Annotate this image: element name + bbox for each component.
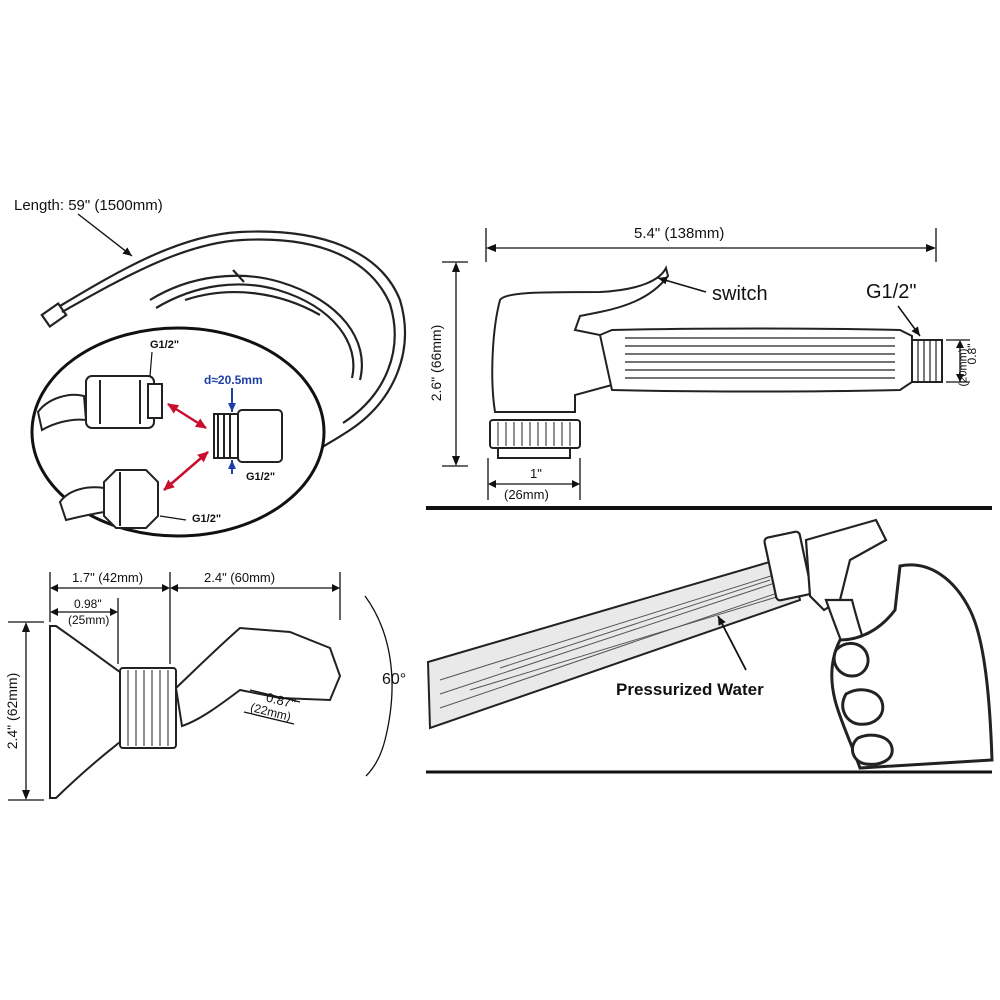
holder-height-label: 2.4" (62mm) [4,672,20,750]
hose-drawing [40,230,407,451]
holder-dimension-lines [8,572,393,801]
fitting-top-label: G1/2" [150,339,180,351]
switch-label: switch [712,283,768,305]
sprayer-width-label: 5.4" (138mm) [634,225,725,242]
sprayer-dimension-lines [442,228,970,500]
holder-angle-label: 60° [382,671,407,688]
usage-panel [426,506,994,774]
holder-arm-label: 2.4" (60mm) [204,570,276,585]
holder-base-mm: (25mm) [68,613,110,627]
fitting-bottom-label: G1/2" [192,513,222,525]
sprayer-drawing [489,265,943,459]
fitting-callout [30,326,326,538]
thread-label: G1/2" [866,281,917,303]
pressurized-water-label: Pressurized Water [614,680,766,699]
adapter-thread-label: G1/2" [246,471,276,483]
diameter-label: d≈20.5mm [204,373,263,387]
holder-depth-label: 1.7" (42mm) [72,570,144,585]
sprayer-height-label: 2.6" (66mm) [428,324,444,402]
base-width-in: 1" [530,466,542,481]
hose-length-label: Length: 59" (1500mm) [14,197,163,214]
holder-drawing [49,625,342,799]
base-width-mm: (26mm) [504,487,549,502]
thread-diameter-mm: (20mm) [957,348,970,387]
holder-base-in: 0.98" [74,597,102,611]
